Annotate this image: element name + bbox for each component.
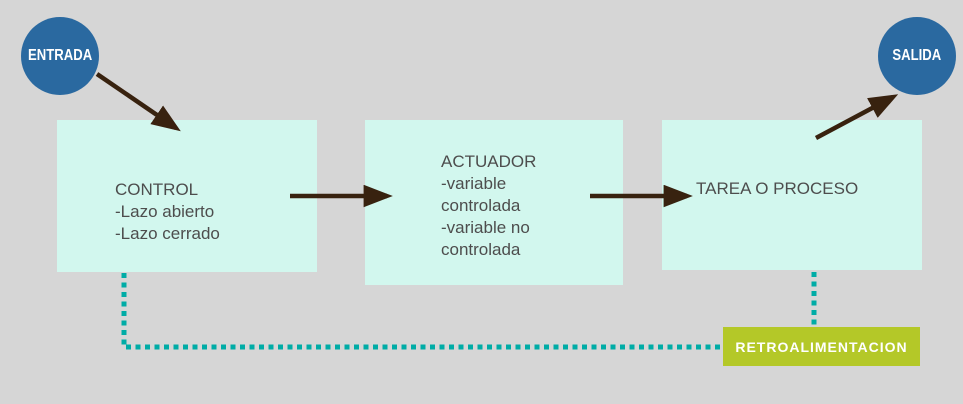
node-actuador-title: ACTUADOR (441, 152, 537, 171)
node-retroalimentacion-label: RETROALIMENTACION (735, 338, 908, 355)
node-salida-label: SALIDA (892, 47, 942, 64)
node-control-line: -Lazo cerrado (115, 224, 220, 243)
node-control-title: CONTROL (115, 180, 199, 199)
node-tarea-title: TAREA O PROCESO (696, 179, 859, 198)
node-actuador: ACTUADOR -variable controlada -variable … (365, 120, 623, 285)
node-entrada-label: ENTRADA (27, 47, 93, 64)
node-salida: SALIDA (878, 17, 956, 95)
node-entrada: ENTRADA (21, 17, 99, 95)
node-actuador-line: controlada (441, 240, 521, 259)
node-actuador-line: -variable no (441, 218, 530, 237)
node-retroalimentacion: RETROALIMENTACION (723, 327, 920, 366)
node-control: CONTROL -Lazo abierto -Lazo cerrado (57, 120, 317, 272)
node-tarea-o-proceso: TAREA O PROCESO (662, 120, 922, 270)
node-actuador-line: controlada (441, 196, 521, 215)
node-control-line: -Lazo abierto (115, 202, 215, 221)
node-actuador-line: -variable (441, 174, 507, 193)
